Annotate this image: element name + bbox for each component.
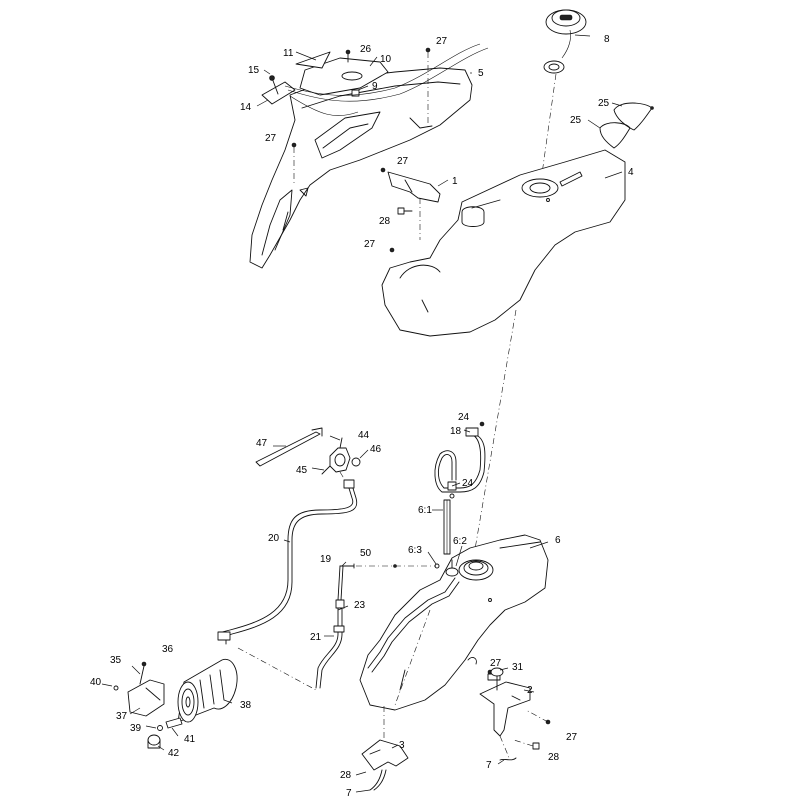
callout-28-c: 28 <box>340 770 352 781</box>
alignment-line-tank <box>394 609 431 706</box>
part-39-41-42-hardware <box>147 717 183 749</box>
part-19-elbow <box>337 563 436 601</box>
part-27-screw-upper-a <box>425 47 431 130</box>
callout-41: 41 <box>184 734 196 745</box>
alignment-line-canister <box>237 647 317 691</box>
callout-37: 37 <box>116 711 128 722</box>
leader-lines <box>101 34 623 793</box>
callout-19: 19 <box>320 554 332 565</box>
callout-3: 3 <box>399 740 405 751</box>
callout-9: 9 <box>372 81 378 92</box>
callout-45: 45 <box>296 465 308 476</box>
part-6-fuel-tank <box>359 534 549 711</box>
part-7-clip-bottom <box>369 769 387 791</box>
callout-6-1: 6:1 <box>418 505 432 516</box>
callout-24-mid: 24 <box>462 478 474 489</box>
callout-14: 14 <box>240 102 252 113</box>
callout-18: 18 <box>450 426 462 437</box>
callout-5: 5 <box>478 68 484 79</box>
callout-38: 38 <box>240 700 252 711</box>
part-4-tank-cover <box>381 149 626 337</box>
part-14-lever <box>261 75 296 105</box>
callout-1: 1 <box>452 176 458 187</box>
callout-6-2: 6:2 <box>453 536 467 547</box>
part-1-bracket <box>387 171 441 240</box>
callout-27-d: 27 <box>364 239 376 250</box>
part-6-1-tube <box>443 499 451 555</box>
callout-36: 36 <box>162 644 174 655</box>
callout-27-e: 27 <box>490 658 502 669</box>
callout-44: 44 <box>358 430 370 441</box>
callout-50: 50 <box>360 548 372 559</box>
callout-46: 46 <box>370 444 382 455</box>
part-18-hose <box>434 421 486 493</box>
callout-25-b: 25 <box>570 115 582 126</box>
part-7-clip-right <box>499 757 517 761</box>
part-26-screw <box>345 49 351 63</box>
callout-28-b: 28 <box>548 752 560 763</box>
callout-28-a: 28 <box>379 216 391 227</box>
part-47-rod <box>255 427 323 467</box>
callout-7-right: 7 <box>486 760 492 771</box>
part-28-bolt-upper <box>397 207 413 215</box>
callout-27-a: 27 <box>436 36 448 47</box>
part-27-screw-upper-d <box>389 247 395 253</box>
callout-27-b: 27 <box>265 133 277 144</box>
part-11-decal <box>295 51 331 69</box>
part-25-seals <box>599 102 654 149</box>
callout-31: 31 <box>512 662 524 673</box>
callout-40: 40 <box>90 677 102 688</box>
callout-27-c: 27 <box>397 156 409 167</box>
part-24-clamp <box>447 481 457 499</box>
callout-39: 39 <box>130 723 142 734</box>
callout-27-f: 27 <box>566 732 578 743</box>
part-9-fitting <box>351 89 360 97</box>
callout-23: 23 <box>354 600 366 611</box>
part-38-canister <box>177 658 238 723</box>
part-8-fuel-cap <box>539 9 587 189</box>
callout-2: 2 <box>527 685 533 696</box>
callout-24-top: 24 <box>458 412 470 423</box>
callout-11: 11 <box>283 48 294 59</box>
part-37-bracket <box>113 661 165 717</box>
callout-4: 4 <box>628 167 634 178</box>
part-21-hose <box>315 599 345 689</box>
callout-7-bottom: 7 <box>346 788 352 799</box>
alignment-line <box>473 309 517 556</box>
part-2-bracket <box>479 669 531 761</box>
part-6-2-fitting <box>445 559 459 577</box>
callout-8: 8 <box>604 34 610 45</box>
part-28-bolt-lower-right <box>513 739 540 750</box>
part-27-screw-upper-b <box>291 142 297 185</box>
part-44-valve-assembly <box>321 437 361 486</box>
part-3-bracket <box>361 706 409 771</box>
callout-47: 47 <box>256 438 268 449</box>
callout-20: 20 <box>268 533 280 544</box>
callout-26: 26 <box>360 44 372 55</box>
control-cables <box>284 43 489 116</box>
callout-15: 15 <box>248 65 260 76</box>
callout-10: 10 <box>380 54 392 65</box>
part-5-upper-shroud <box>249 67 473 269</box>
callout-6: 6 <box>555 535 561 546</box>
part-27-screw-upper-c <box>380 167 386 173</box>
callout-21: 21 <box>310 632 322 643</box>
callout-35: 35 <box>110 655 122 666</box>
part-27-screw-lower-right <box>525 709 551 725</box>
callout-labels: 1 2 3 4 5 6 6:1 6:2 6:3 7 7 8 9 10 11 14… <box>90 34 634 799</box>
part-20-fuel-hose <box>217 479 358 645</box>
callout-6-3: 6:3 <box>408 545 422 556</box>
callout-25-a: 25 <box>598 98 610 109</box>
callout-42: 42 <box>168 748 180 759</box>
